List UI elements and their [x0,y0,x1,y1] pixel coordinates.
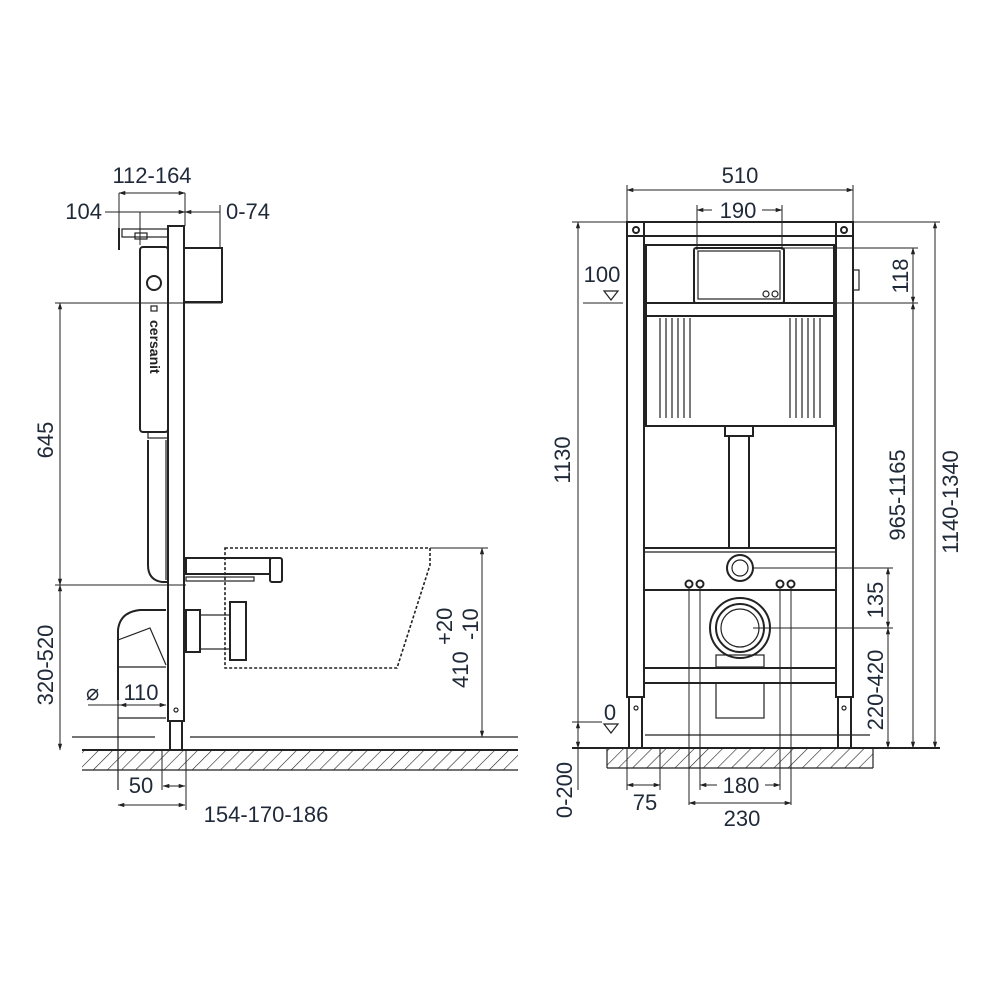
level-marker-icon [602,290,620,301]
side-view: cersanit 112-164 [33,163,518,827]
dim-180: 180 [723,773,760,798]
flush-pipe [185,557,283,583]
wall-hook [118,228,169,250]
dim-510: 510 [722,163,759,188]
cistern: cersanit [139,246,169,583]
dim-410: 410 [448,651,473,688]
dim-230: 230 [724,806,761,831]
dim-965-1165: 965-1165 [885,449,910,540]
dim-1130: 1130 [550,436,575,483]
dim-100: 100 [584,262,621,287]
dim-220-420: 220-420 [863,650,888,731]
toilet-bowl-outline [224,547,431,669]
flush-box [183,247,223,303]
floor-hatch [607,748,873,768]
dim-118: 118 [888,258,913,293]
frame [626,221,860,749]
cistern [645,244,835,427]
dim-0-74: 0-74 [226,199,270,224]
frame-post [167,225,185,751]
dim-110: 110 [123,680,158,705]
flush-pipe-top [724,425,754,437]
flush-pipe [728,435,750,549]
diameter-symbol: ⌀ [86,680,99,705]
level-marker-icon [602,723,620,734]
drain-connector [185,601,247,661]
floor-hatch [82,750,518,770]
dim-1140-1340: 1140-1340 [938,450,963,554]
dim-410-tol-plus: +20 [432,608,457,645]
dim-0-200: 0-200 [552,762,577,818]
brand-mark: cersanit [147,320,163,374]
dim-320-520: 320-520 [33,625,58,706]
drain-elbow [117,609,167,790]
dim-50: 50 [129,773,153,798]
dim-135: 135 [863,582,888,619]
dim-75: 75 [633,790,657,815]
flush-outlet [726,554,754,582]
dim-0: 0 [604,700,616,725]
mount-plate [715,682,765,719]
bowl-bolts [684,579,796,805]
dim-410-tol-minus: -10 [458,608,483,640]
dim-645: 645 [33,422,58,459]
front-view: 510 190 1130 100 118 965-1165 1140-1340 … [550,163,963,831]
dim-190: 190 [720,198,757,223]
dim-104: 104 [65,199,102,224]
dim-154-170-186: 154-170-186 [204,802,329,827]
dim-112-164: 112-164 [112,163,191,188]
drain-outlet [709,597,771,668]
flush-plate [693,247,785,304]
